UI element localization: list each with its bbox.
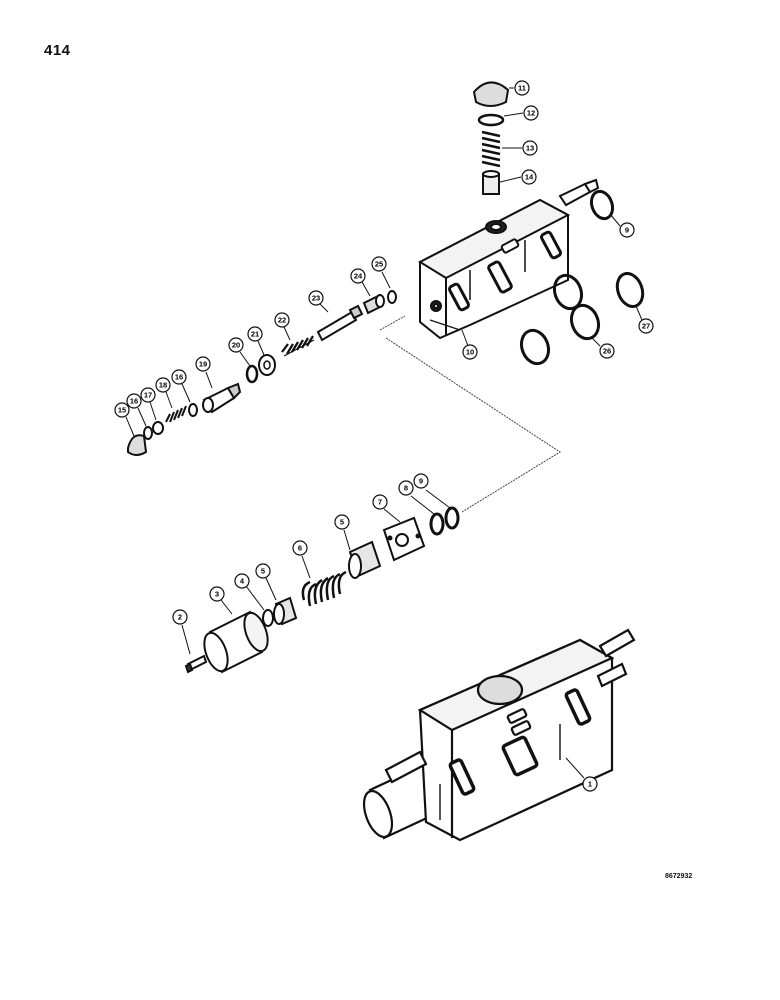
retainer-5-upper: [348, 540, 382, 579]
o-ring-26: [569, 303, 601, 341]
spring-upper: [481, 130, 501, 168]
callout-8: 8: [398, 480, 435, 515]
callout-9-upper-label: 9: [625, 226, 629, 235]
callout-12: 12: [503, 105, 539, 121]
poppet-upper: [482, 170, 500, 195]
callout-8-label: 8: [404, 484, 408, 493]
callout-12-label: 12: [527, 109, 535, 118]
callout-5-upper: 5: [334, 514, 351, 551]
callout-3: 3: [209, 586, 233, 615]
connection-leader-line: [379, 315, 561, 513]
callout-20: 20: [228, 337, 251, 367]
valve-section-body: [417, 178, 600, 340]
o-ring-8: [429, 512, 445, 536]
callout-16-left-label: 16: [130, 397, 138, 406]
callout-25-label: 25: [375, 260, 383, 269]
spool-23: [316, 304, 364, 342]
callout-5-upper-label: 5: [340, 518, 344, 527]
o-ring-25: [387, 290, 397, 304]
callout-1: 1: [565, 757, 598, 792]
callout-24-label: 24: [354, 272, 363, 281]
callout-2-label: 2: [178, 613, 182, 622]
page-number: 414: [44, 42, 71, 59]
callout-3-label: 3: [215, 590, 219, 599]
o-ring-20: [245, 364, 259, 384]
callout-26: 26: [591, 337, 615, 359]
callout-7-label: 7: [378, 498, 382, 507]
callout-18: 18: [155, 377, 173, 409]
washer-4: [262, 609, 274, 627]
screw-2: [184, 654, 208, 674]
washer-21: [258, 354, 276, 376]
callout-25: 25: [371, 256, 391, 289]
callout-27: 27: [635, 305, 654, 334]
flange-7: [382, 516, 426, 562]
spring-6: [301, 570, 347, 607]
callout-23-label: 23: [312, 294, 320, 303]
retainer-5-lower: [273, 596, 298, 626]
callout-7: 7: [372, 494, 401, 523]
o-ring-16b: [143, 426, 153, 440]
cap-15: [127, 434, 148, 456]
callout-10-label: 10: [466, 348, 474, 357]
drawing-code: 8672932: [665, 873, 693, 880]
callout-26-label: 26: [603, 347, 611, 356]
valve-assembly: [362, 628, 636, 842]
callout-5-lower: 5: [255, 563, 277, 601]
o-ring-9-lower: [444, 506, 460, 530]
callout-21: 21: [247, 326, 265, 356]
callout-15: 15: [114, 402, 135, 437]
poppet-17: [152, 421, 164, 435]
callout-9-upper: 9: [609, 213, 635, 238]
callout-15-label: 15: [118, 406, 126, 415]
callout-17: 17: [140, 387, 157, 421]
callout-11: 11: [509, 80, 530, 96]
o-ring-16a: [188, 403, 198, 417]
callout-1-label: 1: [588, 780, 592, 789]
bushing-24: [362, 294, 385, 315]
callout-21-label: 21: [251, 330, 259, 339]
callout-19-label: 19: [199, 360, 207, 369]
callout-20-label: 20: [232, 341, 240, 350]
callout-4-label: 4: [240, 577, 245, 586]
o-ring-27: [615, 272, 645, 308]
callout-16-right: 16: [171, 369, 191, 403]
callout-14: 14: [499, 169, 537, 185]
callout-24: 24: [350, 268, 371, 297]
callout-23: 23: [308, 290, 329, 313]
callout-16-left: 16: [126, 393, 147, 427]
callout-9-lower-label: 9: [419, 477, 423, 486]
callout-5-lower-label: 5: [261, 567, 265, 576]
callout-13: 13: [502, 140, 538, 156]
cap-plug: [472, 81, 510, 107]
o-ring-large-b: [519, 328, 551, 366]
callout-2: 2: [172, 609, 191, 655]
callout-9-lower: 9: [413, 473, 451, 509]
callout-6: 6: [292, 540, 311, 579]
cap-3: [203, 610, 269, 674]
callout-11-label: 11: [518, 84, 526, 93]
callout-22: 22: [274, 312, 291, 341]
o-ring-small-top: [477, 113, 505, 127]
plug-19: [202, 382, 242, 414]
callout-18-label: 18: [159, 381, 167, 390]
o-ring-9-upper: [589, 189, 615, 221]
spring-18: [165, 405, 187, 423]
callout-22-label: 22: [278, 316, 286, 325]
callout-10: 10: [461, 329, 478, 360]
spring-22: [281, 335, 315, 357]
callout-16-right-label: 16: [175, 373, 183, 382]
callout-4: 4: [234, 573, 265, 611]
callout-17-label: 17: [144, 391, 152, 400]
callout-19: 19: [195, 356, 213, 389]
callout-27-label: 27: [642, 322, 650, 331]
callout-13-label: 13: [526, 144, 534, 153]
callout-14-label: 14: [525, 173, 534, 182]
callout-6-label: 6: [298, 544, 302, 553]
